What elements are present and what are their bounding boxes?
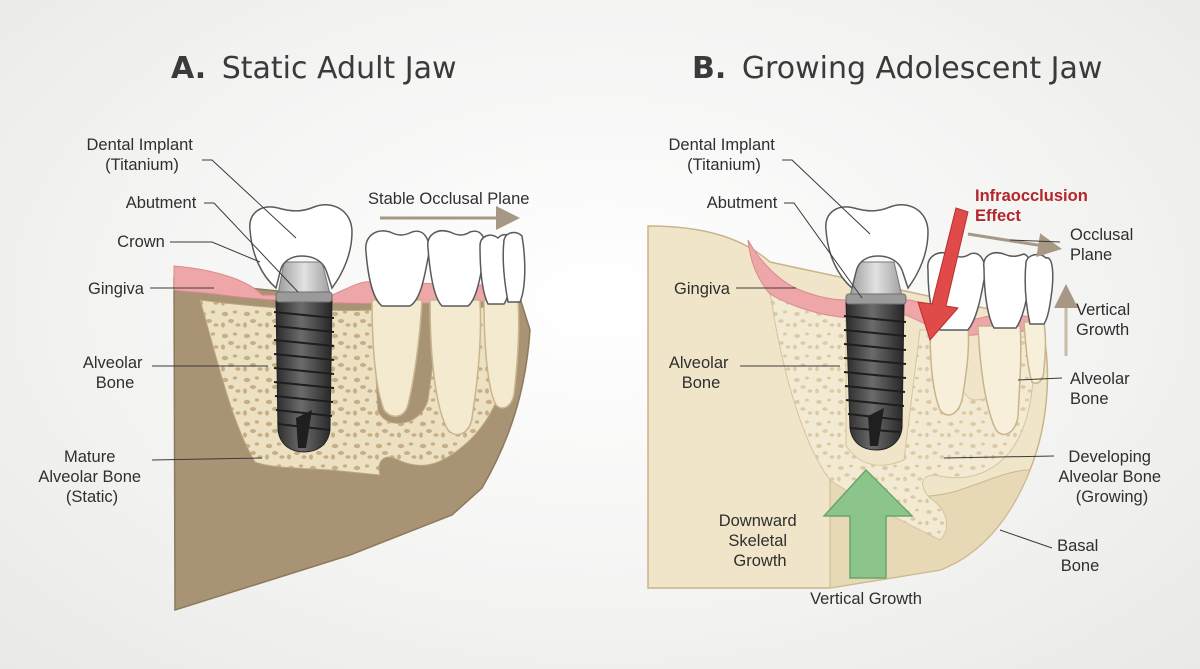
panel-a-title: A. Static Adult Jaw bbox=[171, 51, 457, 86]
panel-b-infraocclusion-arrow bbox=[917, 207, 969, 341]
panel-a-letter: A. bbox=[171, 51, 206, 86]
panel-a-labels: Dental Implant (Titanium) Abutment Crown… bbox=[38, 136, 529, 506]
panel-b-implant bbox=[843, 301, 907, 451]
label-b-implant: Dental Implant (Titanium) bbox=[669, 136, 780, 174]
label-a-abutment: Abutment bbox=[126, 194, 197, 212]
panel-a-implant bbox=[273, 297, 335, 453]
label-a-implant: Dental Implant (Titanium) bbox=[87, 136, 198, 174]
panel-b-tooth-root-3 bbox=[1023, 321, 1047, 384]
label-b-abutment: Abutment bbox=[707, 194, 778, 212]
panel-b-leaders bbox=[736, 159, 1063, 549]
label-a-crown: Crown bbox=[117, 233, 165, 251]
label-a-gingiva: Gingiva bbox=[88, 280, 145, 298]
panel-a-tooth-crown-1 bbox=[365, 230, 430, 307]
panel-b-abutment-collar bbox=[845, 293, 907, 305]
label-b-downward-growth: Downward Skeletal Growth bbox=[719, 512, 802, 570]
panel-b-growth-arrow bbox=[822, 468, 914, 579]
label-b-infraocclusion: Infraocclusion Effect bbox=[975, 187, 1092, 225]
label-b-alveolar-bone-left: Alveolar Bone bbox=[669, 354, 733, 392]
panel-b-tooth-root-2 bbox=[977, 325, 1022, 436]
panel-a-abutment-collar bbox=[275, 291, 333, 303]
panel-b-occlusal-arrow bbox=[967, 232, 1062, 258]
panel-a-tooth-root-3 bbox=[483, 299, 520, 409]
panel-a-tooth-crown-4 bbox=[502, 231, 526, 303]
label-b-vertical-growth-right: Vertical Growth bbox=[1076, 301, 1135, 339]
panel-b-implant-crown bbox=[825, 204, 929, 290]
panel-a-leaders bbox=[150, 159, 299, 461]
label-b-gingiva: Gingiva bbox=[674, 280, 731, 298]
label-a-mature-bone: Mature Alveolar Bone (Static) bbox=[38, 448, 145, 506]
panel-a-illustration bbox=[173, 204, 531, 612]
label-b-developing-bone: Developing Alveolar Bone (Growing) bbox=[1058, 448, 1165, 506]
panel-a-tooth-root-1 bbox=[371, 299, 423, 417]
panel-b-tooth-root-1 bbox=[929, 325, 970, 416]
panel-b-illustration bbox=[647, 204, 1078, 589]
label-a-alveolar-bone: Alveolar Bone bbox=[83, 354, 147, 392]
panel-a-tooth-root-2 bbox=[429, 299, 482, 436]
label-b-basal-bone: Basal Bone bbox=[1057, 537, 1103, 575]
panel-b-tooth-crown-3 bbox=[1024, 253, 1054, 325]
panel-b-labels: Dental Implant (Titanium) Abutment Gingi… bbox=[669, 136, 1165, 608]
panel-a-title-text: Static Adult Jaw bbox=[222, 51, 457, 86]
panel-a-implant-crown bbox=[249, 204, 353, 290]
label-b-vertical-growth-bottom: Vertical Growth bbox=[810, 590, 922, 608]
panel-b-title: B. Growing Adolescent Jaw bbox=[692, 51, 1102, 86]
panel-b-title-text: Growing Adolescent Jaw bbox=[742, 51, 1103, 86]
label-b-occlusal-plane: Occlusal Plane bbox=[1070, 226, 1138, 264]
panel-a-abutment bbox=[277, 261, 331, 295]
label-a-occlusal-plane: Stable Occlusal Plane bbox=[368, 190, 529, 208]
label-b-alveolar-bone-right: Alveolar Bone bbox=[1070, 370, 1134, 408]
panel-b-letter: B. bbox=[692, 51, 726, 86]
